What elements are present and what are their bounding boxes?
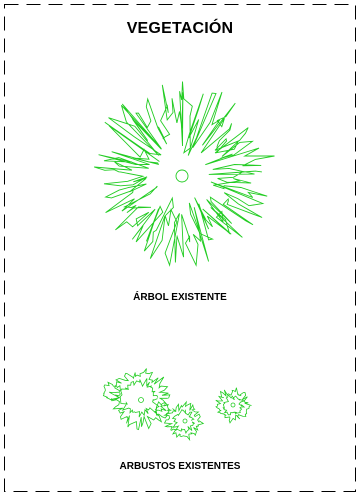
shrub-medium-outline xyxy=(163,400,205,442)
shrubs-label: ARBUSTOS EXISTENTES xyxy=(119,461,241,472)
tree-label: ÁRBOL EXISTENTE xyxy=(133,292,227,303)
shrub-medium-center xyxy=(182,418,188,424)
tree-canopy-outline xyxy=(93,81,275,267)
shrub-lobe xyxy=(154,401,172,419)
shrub-small-center xyxy=(230,402,236,408)
shrub-small-inner xyxy=(222,394,246,416)
shrub-lobe xyxy=(102,381,121,401)
shrub-medium-inner xyxy=(171,408,196,434)
shrub-large-outline xyxy=(109,368,171,431)
shrub-large-center xyxy=(138,397,144,403)
shrub-small-outline xyxy=(215,387,252,424)
shrub-large-inner xyxy=(119,378,160,418)
page-title: VEGETACIÓN xyxy=(126,20,234,37)
tree-trunk-circle xyxy=(175,169,189,183)
